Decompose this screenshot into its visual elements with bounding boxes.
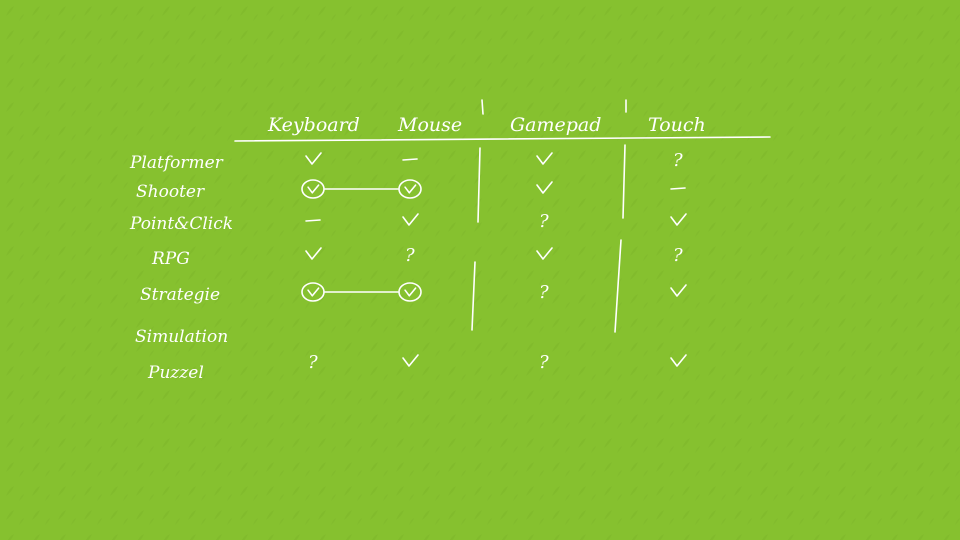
header-touch: Touch xyxy=(648,114,706,136)
question-mark: ? xyxy=(539,211,549,232)
header-mouse: Mouse xyxy=(397,114,462,136)
circled-check-icon xyxy=(301,282,325,302)
row-label-shooter: Shooter xyxy=(136,182,205,202)
row-label-simulation: Simulation xyxy=(135,327,228,347)
row-label-point-click: Point&Click xyxy=(129,214,233,234)
circled-check-icon xyxy=(398,282,422,302)
check-mark-icon xyxy=(402,213,419,226)
question-mark: ? xyxy=(405,245,415,266)
row-label-platformer: Platformer xyxy=(129,153,224,173)
check-mark-icon xyxy=(305,152,322,165)
row-label-puzzel: Puzzel xyxy=(147,363,204,383)
question-mark: ? xyxy=(539,282,549,303)
check-mark-icon xyxy=(305,247,322,260)
question-mark: ? xyxy=(308,352,318,373)
cell-marks: ??????? xyxy=(301,150,687,373)
separator-mouse-gamepad xyxy=(471,147,481,331)
column-headers: Keyboard Mouse Gamepad Touch xyxy=(267,114,706,136)
question-mark: ? xyxy=(673,150,683,171)
check-mark-icon xyxy=(670,354,687,367)
row-labels: Platformer Shooter Point&Click RPG Strat… xyxy=(129,153,233,383)
check-mark-icon xyxy=(536,181,553,194)
dash-mark-icon xyxy=(402,158,418,161)
separator-gamepad-touch xyxy=(614,144,626,333)
question-mark: ? xyxy=(539,352,549,373)
check-mark-icon xyxy=(402,354,419,367)
header-gamepad: Gamepad xyxy=(510,114,601,136)
separator-mouse-gamepad-top xyxy=(481,99,484,115)
row-label-strategie: Strategie xyxy=(140,285,220,305)
question-mark: ? xyxy=(673,245,683,266)
dash-mark-icon xyxy=(670,187,686,190)
check-mark-icon xyxy=(536,247,553,260)
check-mark-icon xyxy=(536,152,553,165)
circled-check-icon xyxy=(398,179,422,199)
dash-mark-icon xyxy=(305,219,321,222)
header-keyboard: Keyboard xyxy=(267,114,360,136)
check-mark-icon xyxy=(670,284,687,297)
circled-check-icon xyxy=(301,179,325,199)
row-label-rpg: RPG xyxy=(151,249,190,269)
check-mark-icon xyxy=(670,213,687,226)
